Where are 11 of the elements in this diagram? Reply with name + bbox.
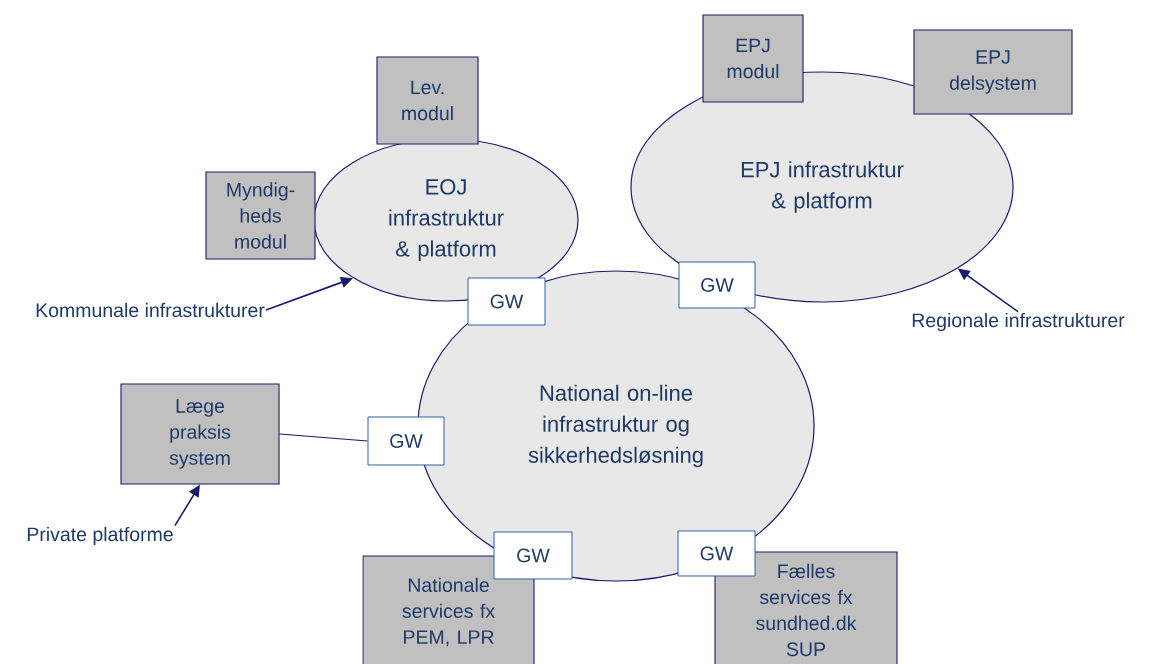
annotation-label: Kommunale infrastrukturer	[36, 302, 265, 318]
module-box: EPJ delsystem	[913, 29, 1073, 115]
module-box: Lev. modul	[376, 56, 479, 145]
module-box: Myndig-heds modul	[205, 171, 316, 260]
annotation-label: Regionale infrastrukturer	[912, 312, 1125, 332]
connector-line	[279, 433, 369, 442]
annotation-label: Private platforme	[27, 526, 173, 546]
module-box: Læge praksis system	[120, 383, 280, 485]
gateway-box: GW	[367, 416, 445, 466]
gateway-box: GW	[678, 261, 756, 309]
module-box: EPJ modul	[702, 14, 804, 103]
